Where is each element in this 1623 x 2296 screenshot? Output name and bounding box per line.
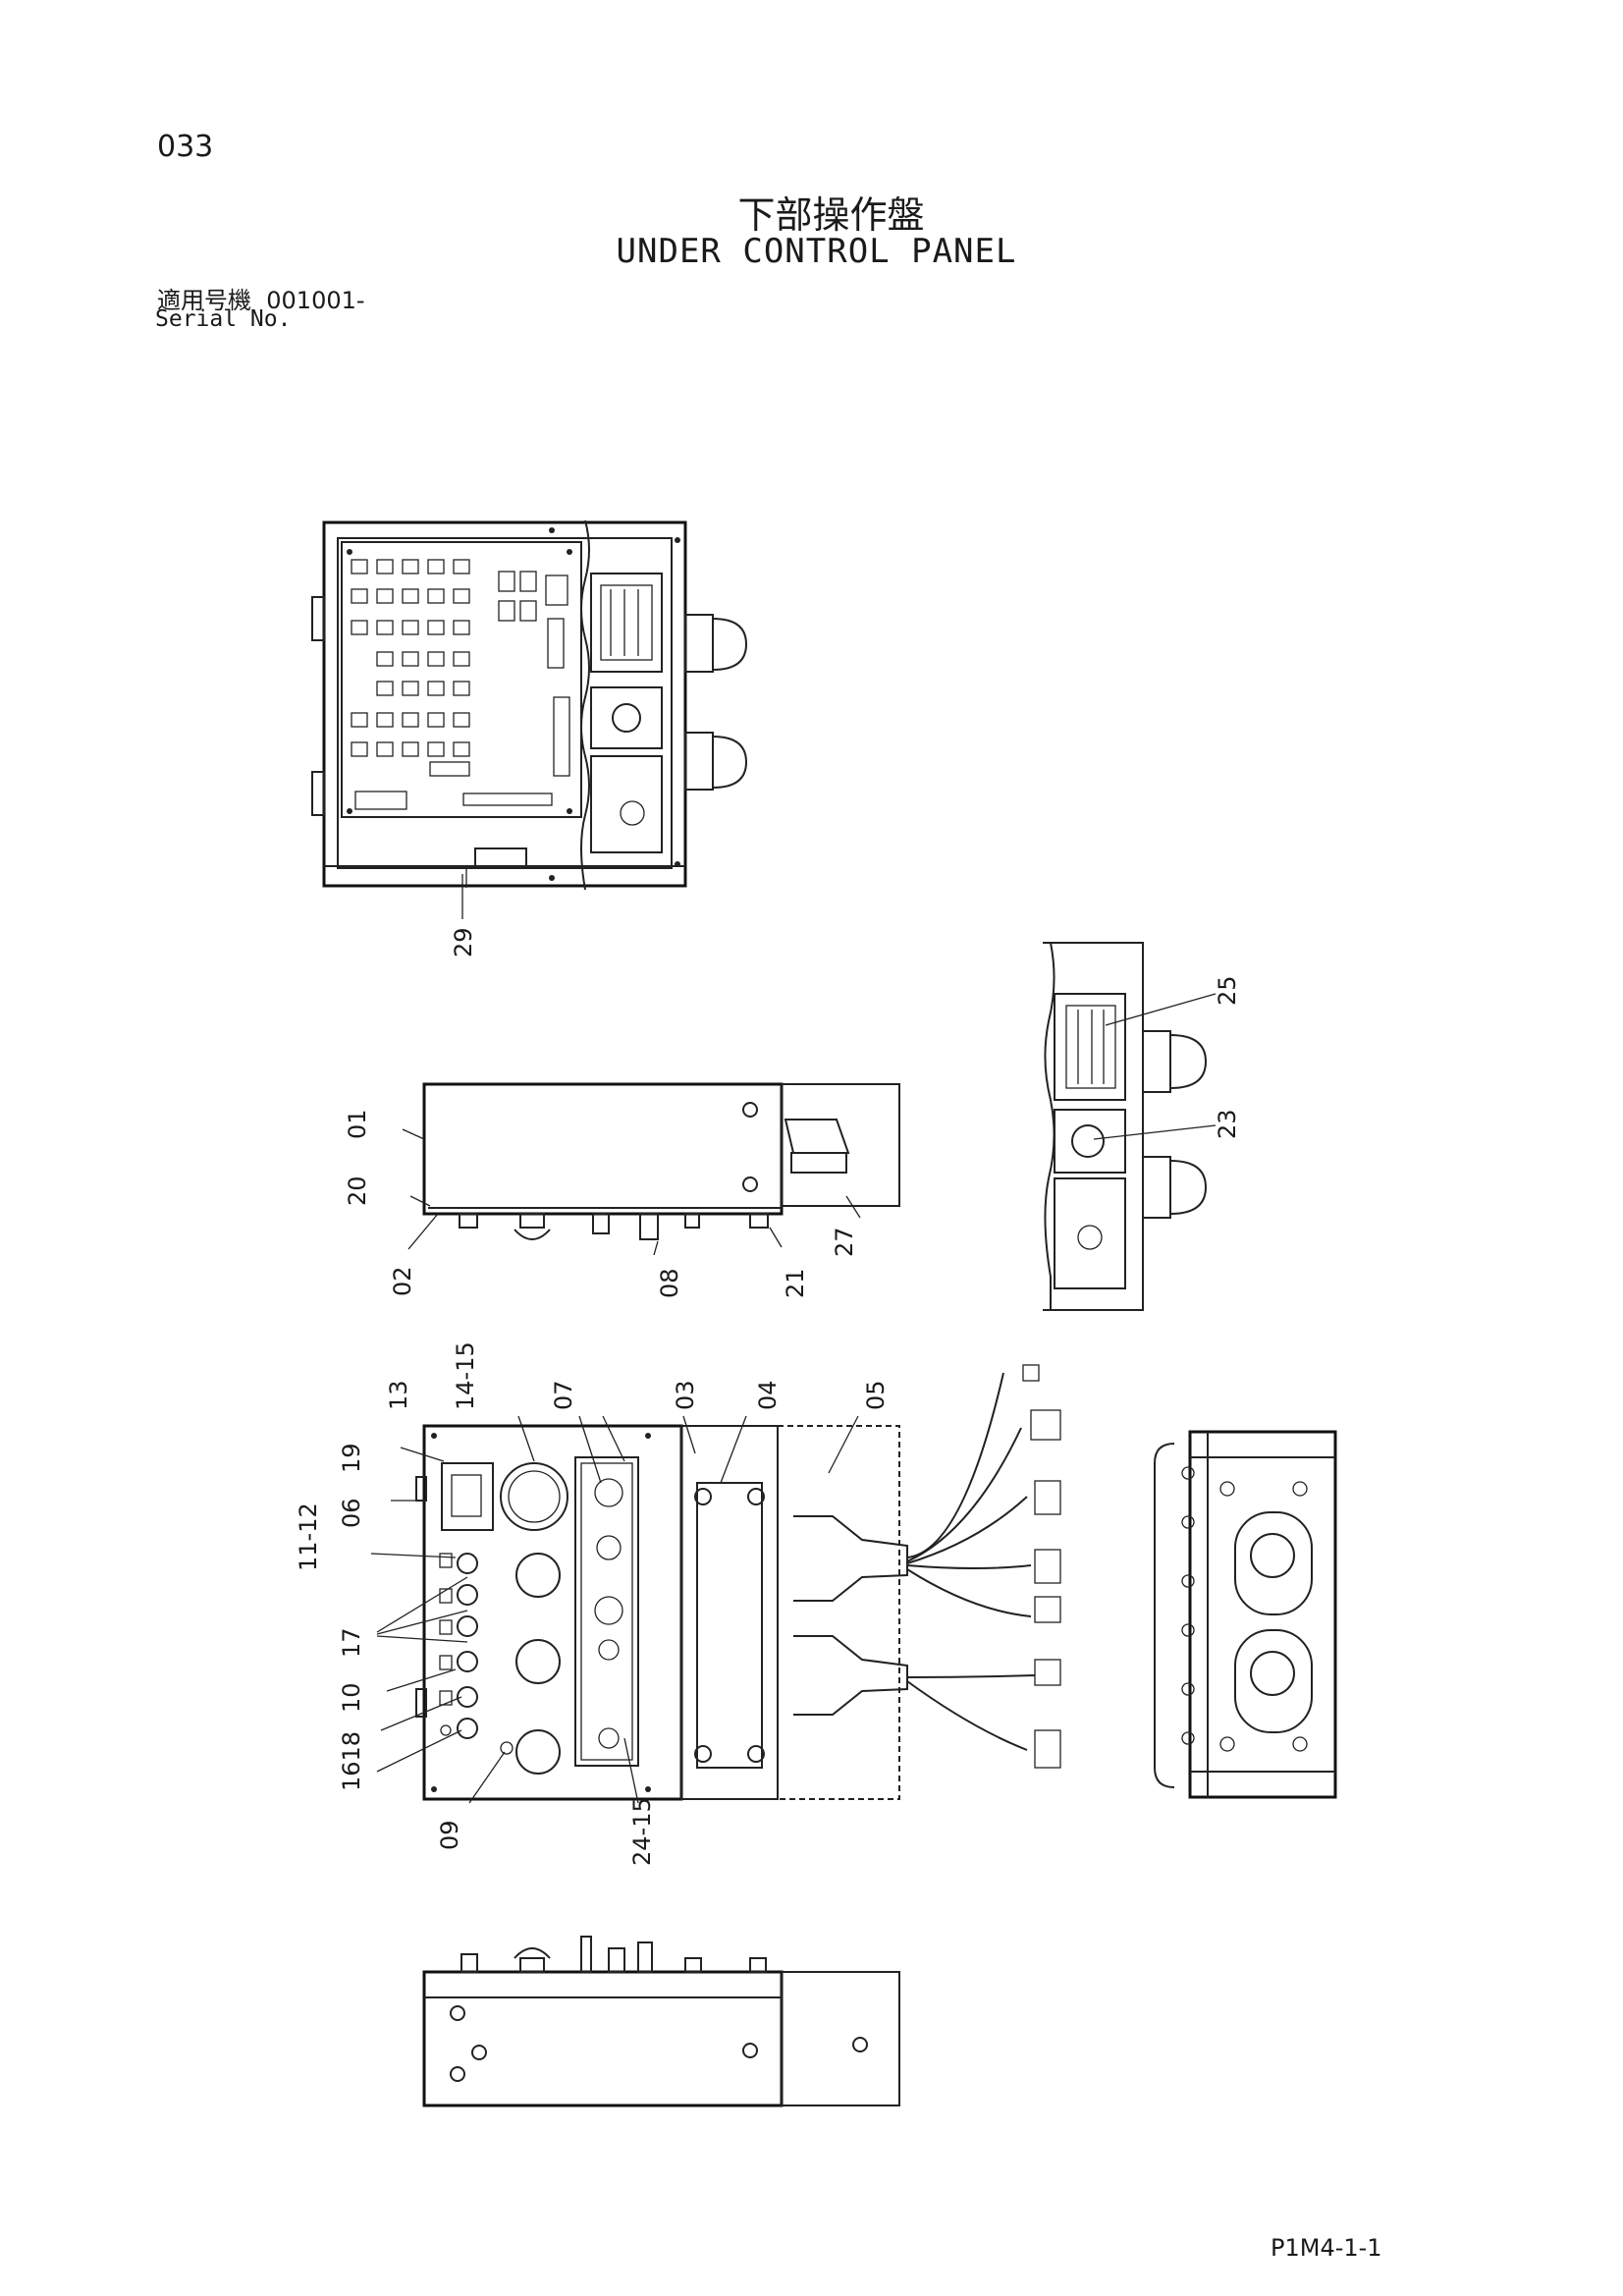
callout-23: 23 bbox=[1214, 1109, 1241, 1139]
callout-11-12: 11-12 bbox=[295, 1503, 322, 1571]
callout-17: 17 bbox=[338, 1627, 365, 1658]
serial-value: 001001- bbox=[266, 287, 365, 314]
side-view: 01 20 02 08 21 27 bbox=[344, 1082, 900, 1298]
callout-06: 06 bbox=[338, 1498, 365, 1528]
serial-line-japanese: 適用号機 001001- bbox=[157, 281, 365, 315]
callout-1618: 1618 bbox=[338, 1731, 365, 1791]
callout-03: 03 bbox=[672, 1380, 699, 1410]
callout-04: 04 bbox=[754, 1380, 782, 1410]
callout-07: 07 bbox=[550, 1380, 577, 1410]
drawing-code: P1M4-1-1 bbox=[1271, 2234, 1382, 2262]
wire-harness bbox=[906, 1364, 1061, 1769]
callout-21: 21 bbox=[782, 1268, 809, 1298]
callout-01: 01 bbox=[344, 1109, 371, 1139]
callout-29: 29 bbox=[450, 927, 477, 957]
bottom-view bbox=[422, 1936, 900, 2107]
relay-grid bbox=[351, 559, 570, 810]
serial-label-english: Serial No. bbox=[155, 306, 292, 332]
serial-label-jp: 適用号機 bbox=[157, 287, 251, 314]
title-japanese: 下部操作盤 bbox=[737, 193, 925, 237]
front-panel-view: 19 06 11-12 17 10 1618 09 13 14-15 07 03… bbox=[295, 1341, 1061, 1866]
callout-10: 10 bbox=[338, 1682, 365, 1713]
callout-05: 05 bbox=[862, 1380, 890, 1410]
callout-02: 02 bbox=[389, 1266, 416, 1296]
callout-25: 25 bbox=[1214, 975, 1241, 1006]
callout-27: 27 bbox=[831, 1227, 858, 1257]
callout-19: 19 bbox=[338, 1443, 365, 1473]
callout-08: 08 bbox=[656, 1268, 683, 1298]
callout-09: 09 bbox=[436, 1820, 463, 1850]
connector-detail-view: 25 23 bbox=[1043, 942, 1241, 1311]
rear-view bbox=[1154, 1430, 1337, 1799]
page-number: 033 bbox=[157, 130, 214, 164]
callout-20: 20 bbox=[344, 1175, 371, 1206]
callout-14-15: 14-15 bbox=[452, 1341, 479, 1410]
callout-24-15: 24-15 bbox=[628, 1797, 656, 1866]
callout-13: 13 bbox=[385, 1380, 412, 1410]
internal-view: 29 bbox=[311, 519, 748, 957]
title-english: UNDER CONTROL PANEL bbox=[616, 232, 1017, 271]
